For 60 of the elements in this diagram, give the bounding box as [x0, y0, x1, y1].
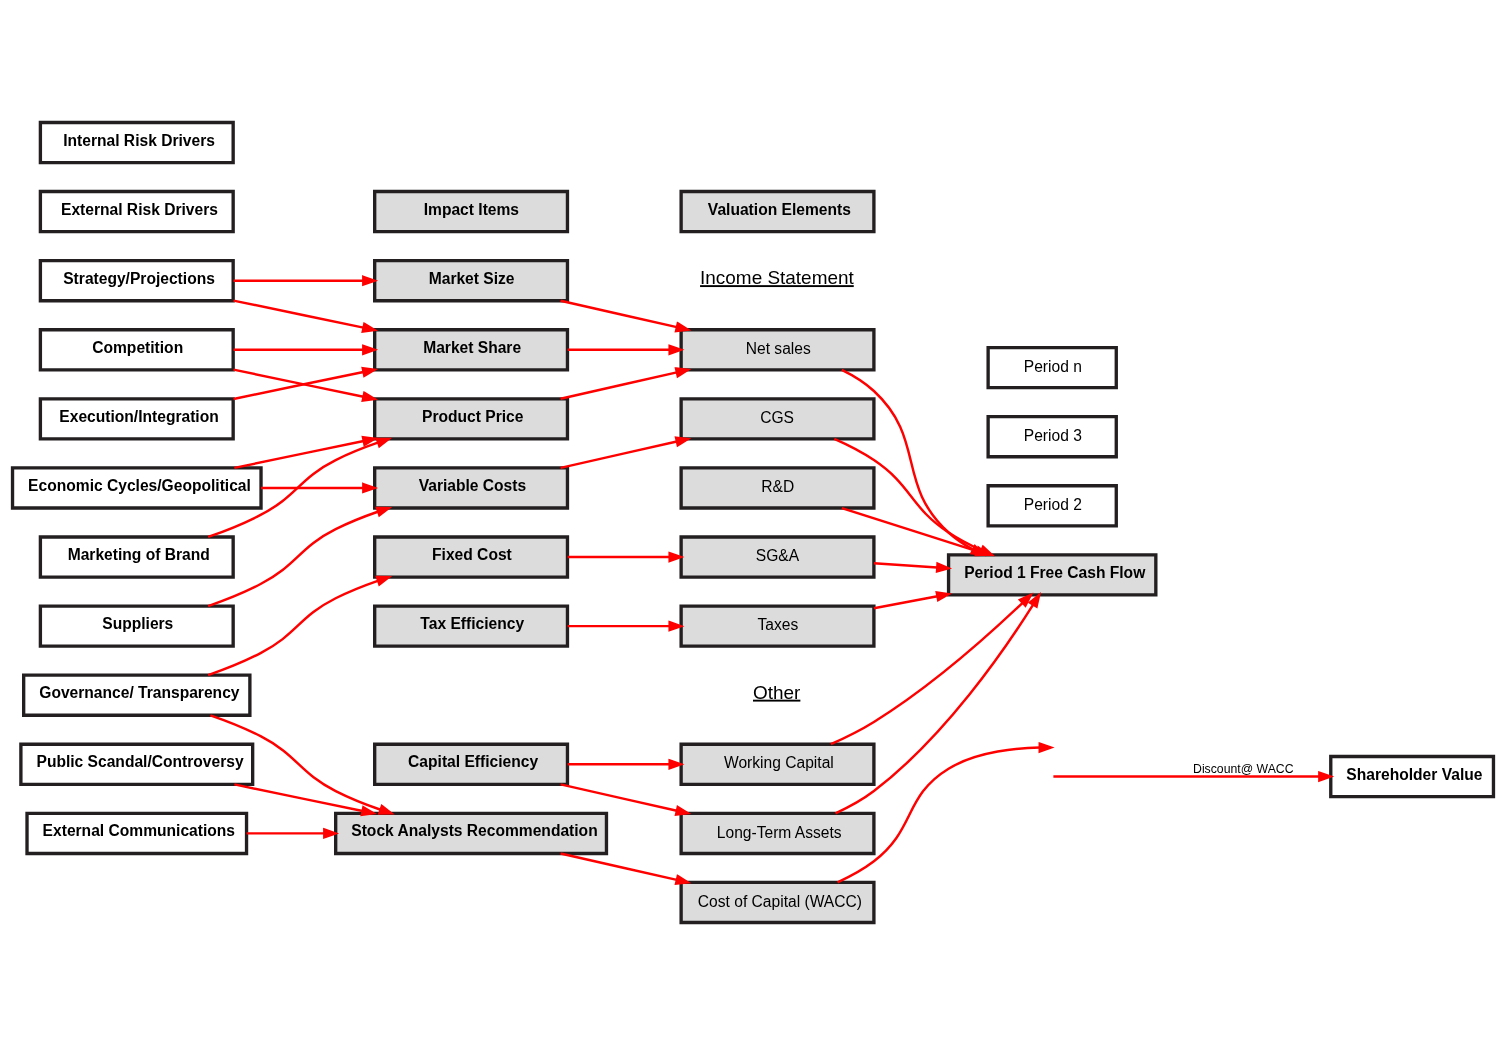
edge-label: Discount@ WACC: [1193, 762, 1294, 776]
arrow: [207, 437, 393, 539]
node-box: Internal Risk Drivers: [38, 120, 235, 165]
node-box: Marketing of Brand: [38, 535, 235, 579]
node-box: CGS: [679, 397, 876, 441]
arrow: [837, 741, 1055, 884]
node-box: Suppliers: [38, 604, 235, 648]
arrow: [1053, 770, 1335, 783]
arrow: [567, 344, 685, 356]
node-box: Market Size: [373, 258, 570, 303]
node-box: Long-Term Assets: [679, 811, 876, 856]
arrow: [560, 367, 692, 400]
arrow: [234, 435, 379, 470]
node-box: External Communications: [25, 811, 249, 856]
arrow: [560, 783, 692, 817]
arrow: [567, 758, 685, 770]
arrow: [234, 783, 378, 817]
arrow: [830, 592, 1034, 746]
node-box: Net sales: [679, 328, 876, 372]
node-box: Valuation Elements: [679, 189, 876, 234]
node-box: Competition: [38, 328, 235, 372]
node-box: Shareholder Value: [1329, 754, 1496, 799]
node-box: Variable Costs: [373, 466, 570, 510]
arrow: [873, 561, 953, 573]
node-box: Period 2: [986, 484, 1118, 528]
arrow: [246, 827, 340, 840]
arrow: [233, 275, 379, 287]
node-box: Strategy/Projections: [38, 258, 235, 303]
node-box: Execution/Integration: [38, 397, 235, 441]
arrow: [567, 620, 685, 632]
node-box: Period n: [986, 345, 1118, 390]
node-box: Economic Cycles/Geopolitical: [10, 466, 263, 510]
node-box: SG&A: [679, 535, 876, 579]
arrow: [233, 299, 379, 333]
node-box: Product Price: [373, 397, 570, 441]
node-box: Tax Efficiency: [373, 604, 570, 648]
node-box: Market Share: [373, 328, 570, 372]
label: Other: [753, 681, 801, 703]
node-box: Period 3: [986, 414, 1118, 459]
arrow: [261, 482, 379, 494]
node-box: Impact Items: [373, 189, 570, 234]
label: Income Statement: [700, 267, 854, 289]
node-box: Taxes: [679, 604, 876, 648]
node-box: Capital Efficiency: [373, 742, 570, 787]
arrow: [560, 852, 692, 886]
arrow: [560, 436, 692, 470]
node-box: Working Capital: [679, 742, 876, 787]
node-box: Stock Analysts Recommendation: [334, 811, 609, 856]
arrow: [567, 551, 685, 563]
node-box: Public Scandal/Controversy: [19, 742, 255, 787]
node-box: Fixed Cost: [373, 535, 570, 579]
node-box: Governance/ Transparency: [22, 673, 252, 717]
node-box: R&D: [679, 466, 876, 510]
arrow: [560, 299, 692, 333]
arrow: [207, 506, 393, 608]
node-box: External Risk Drivers: [38, 189, 235, 234]
node-box: Period 1 Free Cash Flow: [946, 553, 1158, 597]
node-box: Cost of Capital (WACC): [679, 880, 876, 925]
arrow: [873, 590, 953, 610]
arrow: [233, 344, 379, 356]
